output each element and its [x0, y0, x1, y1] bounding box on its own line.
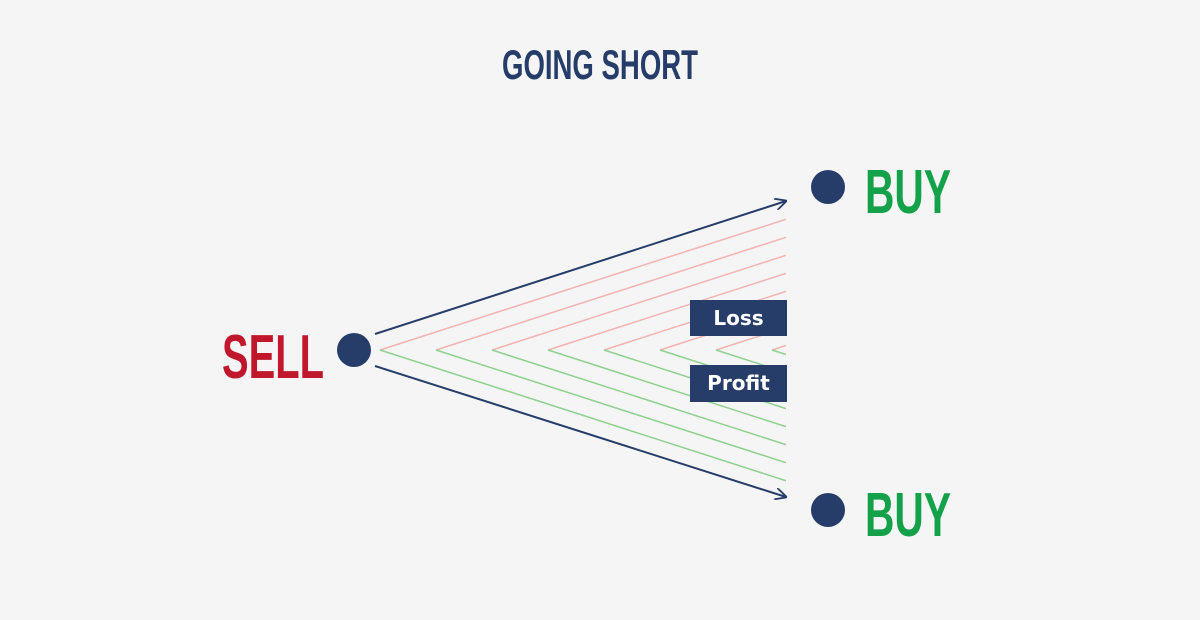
profit-hatch-line: [771, 349, 787, 356]
loss-hatch-line: [547, 272, 787, 351]
arrow-to-buy-bottom: [374, 365, 786, 497]
loss-hatch-line: [379, 218, 787, 351]
loss-hatch-line: [771, 344, 787, 351]
profit-hatch-line: [379, 349, 787, 482]
diagram-title: GOING SHORT: [502, 41, 698, 88]
profit-box: Profit: [690, 365, 787, 402]
sell-label: SELL: [222, 323, 324, 392]
buy-bottom-label: BUY: [865, 481, 951, 550]
buy-bottom-point-dot: [811, 493, 845, 527]
loss-box: Loss: [690, 300, 787, 336]
loss-label: Loss: [713, 306, 763, 330]
loss-box-background: [690, 300, 787, 336]
loss-hatch-line: [491, 254, 787, 351]
profit-label: Profit: [707, 371, 770, 395]
sell-point-dot: [337, 333, 371, 367]
profit-hatch-line: [435, 349, 787, 464]
loss-hatch-line: [435, 236, 787, 351]
profit-hatch-line: [491, 349, 787, 446]
profit-hatch-line: [547, 349, 787, 428]
buy-top-point-dot: [811, 170, 845, 204]
buy-top-label: BUY: [865, 158, 951, 227]
profit-box-background: [690, 365, 787, 402]
arrow-to-buy-top: [374, 201, 786, 335]
